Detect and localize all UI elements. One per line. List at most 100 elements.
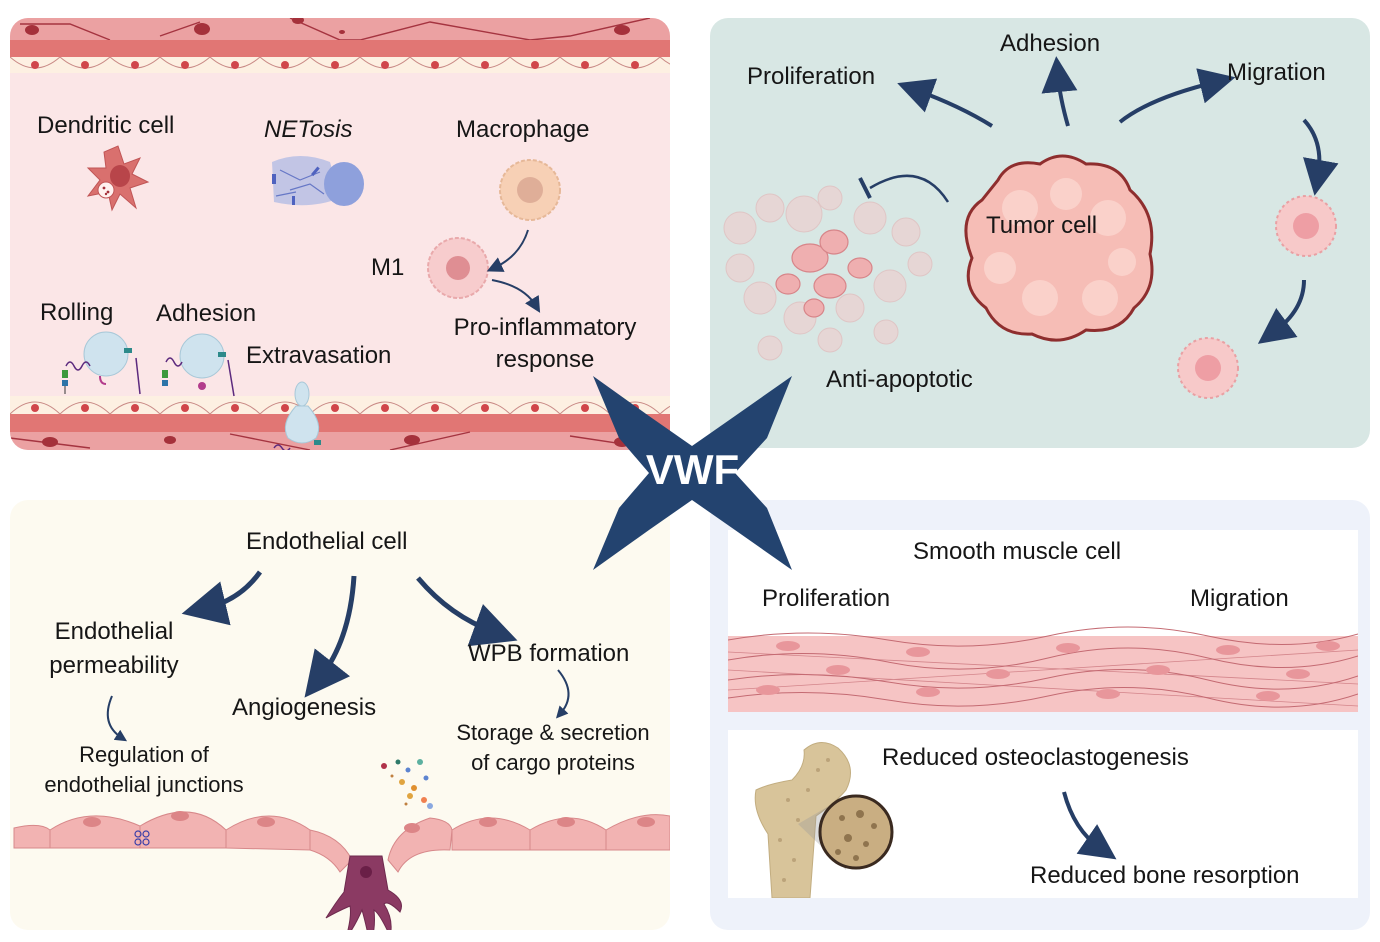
endothelial-cell-outline — [59, 401, 111, 415]
endothelial-nucleus — [81, 404, 89, 412]
arrow-to-wpb — [416, 576, 518, 647]
endothelial-nucleus — [181, 404, 189, 412]
label-m1: M1 — [371, 254, 405, 281]
endothelial-nucleus — [381, 404, 389, 412]
adhesion-leukocyte-icon — [162, 333, 235, 397]
endothelial-nucleus — [31, 61, 39, 69]
endothelial-cell-outline — [459, 401, 511, 415]
endothelial-cell-outline — [509, 401, 561, 415]
arrow-to-permeability — [181, 570, 263, 626]
rolling-leukocyte-icon — [62, 331, 141, 395]
smooth-muscle-box: Smooth muscle cell Proliferation Migrati… — [728, 530, 1358, 712]
tumor-illustration — [723, 56, 1339, 399]
endothelial-cell-outline — [359, 401, 411, 415]
migrating-cell-icon — [1275, 195, 1337, 257]
endothelial-cell-panel: Endothelial cell Endothelial permeabilit… — [10, 500, 670, 930]
label-permeability-line1: Endothelial — [54, 618, 174, 645]
extravasating-leukocyte-icon — [273, 381, 321, 450]
label-regulation-junctions: Regulation of endothelial junctions — [24, 740, 264, 800]
arrow-migration-down-1 — [1302, 118, 1339, 196]
label-storage-line2: of cargo proteins — [471, 750, 635, 775]
endothelial-cell-outline — [109, 401, 161, 415]
label-anti-apoptotic: Anti-apoptotic — [826, 366, 973, 393]
bone-magnified-icon — [818, 794, 894, 870]
label-smc-proliferation: Proliferation — [762, 585, 891, 612]
arrow-to-migration — [1118, 68, 1236, 124]
label-macrophage: Macrophage — [456, 116, 590, 143]
immune-cells-panel: Dendritic cell NETosis Macrophage M1 Rol… — [10, 18, 670, 450]
label-smooth-muscle-cell: Smooth muscle cell — [913, 538, 1122, 565]
label-migration: Migration — [1227, 59, 1326, 86]
arrow-to-storage — [555, 669, 570, 719]
vwf-label: VWF — [645, 446, 740, 493]
endothelial-nucleus — [531, 404, 539, 412]
inhibit-bar — [858, 177, 872, 199]
label-rolling: Rolling — [40, 299, 114, 326]
endothelial-nucleus — [581, 61, 589, 69]
endothelial-cell-outline — [659, 405, 670, 415]
endothelial-nucleus — [481, 404, 489, 412]
endothelial-nucleus — [481, 61, 489, 69]
bone-box: Reduced osteoclastogenesis Reduced bone … — [728, 730, 1358, 898]
endothelial-nucleus — [231, 61, 239, 69]
label-tumor-cell: Tumor cell — [986, 212, 1098, 239]
endothelial-nucleus — [81, 61, 89, 69]
vwf-star-icon — [593, 376, 792, 570]
netosis-icon — [272, 156, 364, 206]
label-permeability-line2: permeability — [49, 652, 179, 679]
label-extravasation: Extravasation — [246, 342, 392, 369]
label-storage-line1: Storage & secretion — [456, 720, 650, 745]
endothelial-nucleus — [581, 404, 589, 412]
endothelial-monolayer — [13, 811, 670, 873]
arrow-to-proliferation — [897, 78, 994, 128]
endothelial-nucleus — [431, 61, 439, 69]
label-response: response — [495, 346, 595, 373]
label-pro-inflammatory: Pro-inflammatory — [453, 314, 637, 341]
endothelial-cell-outline — [659, 56, 670, 65]
label-reduced-bone-resorption: Reduced bone resorption — [1030, 862, 1300, 889]
dendritic-cell-icon — [86, 145, 150, 212]
migrated-cell-icon — [1177, 337, 1239, 399]
endothelial-nucleus — [231, 404, 239, 412]
label-dendritic-cell: Dendritic cell — [37, 112, 175, 139]
label-pro-inflammatory-response: Pro-inflammatory response — [430, 314, 660, 374]
arrow-to-bone-resorption — [1062, 791, 1117, 860]
endothelium-top — [10, 56, 670, 69]
label-endothelial-cell: Endothelial cell — [246, 528, 408, 555]
vessel-illustration — [10, 18, 670, 450]
label-adhesion: Adhesion — [156, 300, 257, 327]
endothelial-cell-outline — [209, 401, 261, 415]
endothelial-cell-outline — [559, 401, 611, 415]
endothelial-nuclei — [83, 811, 655, 833]
arrow-to-angiogenesis — [304, 575, 357, 698]
endothelial-cell-outline — [409, 401, 461, 415]
label-junctions-line2: endothelial junctions — [44, 772, 244, 797]
arrow-migration-down-2 — [1257, 279, 1306, 344]
endothelial-nucleus — [381, 61, 389, 69]
label-reduced-osteoclastogenesis: Reduced osteoclastogenesis — [882, 744, 1189, 771]
endothelial-nucleus — [281, 61, 289, 69]
arrow-to-adhesion — [1041, 56, 1078, 127]
endothelial-nucleus — [331, 404, 339, 412]
endothelial-nucleus — [131, 61, 139, 69]
endothelial-nucleus — [431, 404, 439, 412]
label-smc-migration: Migration — [1190, 585, 1289, 612]
bone-illustration — [754, 742, 1117, 898]
label-netosis: NETosis — [264, 116, 353, 143]
label-storage-secretion: Storage & secretion of cargo proteins — [440, 718, 666, 778]
apoptotic-cells-icon — [723, 185, 933, 361]
inhibit-arrow — [869, 174, 950, 203]
endothelial-cell-outline — [10, 401, 61, 415]
arrow-m1-to-response — [491, 279, 541, 313]
label-angiogenesis: Angiogenesis — [232, 694, 377, 721]
endothelial-nucleus — [631, 61, 639, 69]
endothelial-cell-outline — [159, 401, 211, 415]
smooth-muscle-bone-panel: Smooth muscle cell Proliferation Migrati… — [710, 500, 1370, 930]
endothelial-nucleus — [131, 404, 139, 412]
label-wpb-formation: WPB formation — [468, 640, 630, 667]
endothelial-cell-outline — [309, 401, 361, 415]
endothelial-nucleus — [331, 61, 339, 69]
arrow-to-junctions — [106, 695, 128, 742]
m1-macrophage-icon — [427, 237, 489, 299]
tumor-cell-icon — [964, 154, 1154, 342]
